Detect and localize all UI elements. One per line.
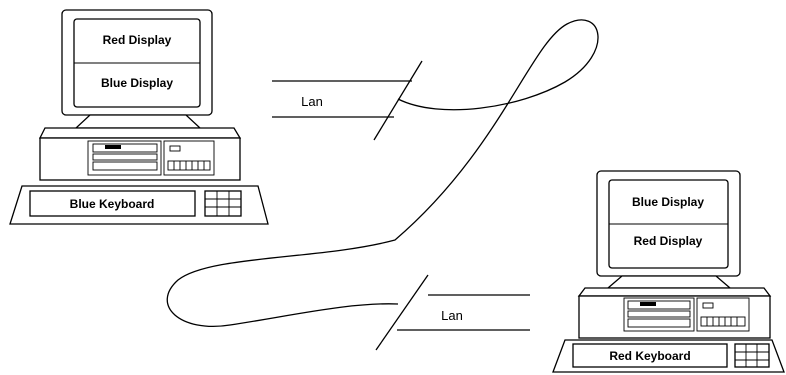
computer-left: Red Display Blue Display — [10, 10, 268, 224]
left-keyboard-label: Blue Keyboard — [70, 197, 155, 211]
lan-top-label: Lan — [301, 94, 323, 109]
right-top-display-label: Blue Display — [632, 195, 704, 209]
right-bottom-display-label: Red Display — [634, 234, 703, 248]
monitor-left — [62, 10, 212, 128]
monitor-right — [597, 171, 740, 288]
left-top-display-label: Red Display — [103, 33, 172, 47]
system-unit-left — [40, 128, 240, 180]
computer-right: Blue Display Red Display — [553, 171, 784, 372]
left-bottom-display-label: Blue Display — [101, 76, 173, 90]
right-keyboard-label: Red Keyboard — [609, 349, 690, 363]
system-unit-right — [579, 288, 770, 338]
lan-connector-top — [272, 61, 422, 140]
lan-bottom-label: Lan — [441, 308, 463, 323]
